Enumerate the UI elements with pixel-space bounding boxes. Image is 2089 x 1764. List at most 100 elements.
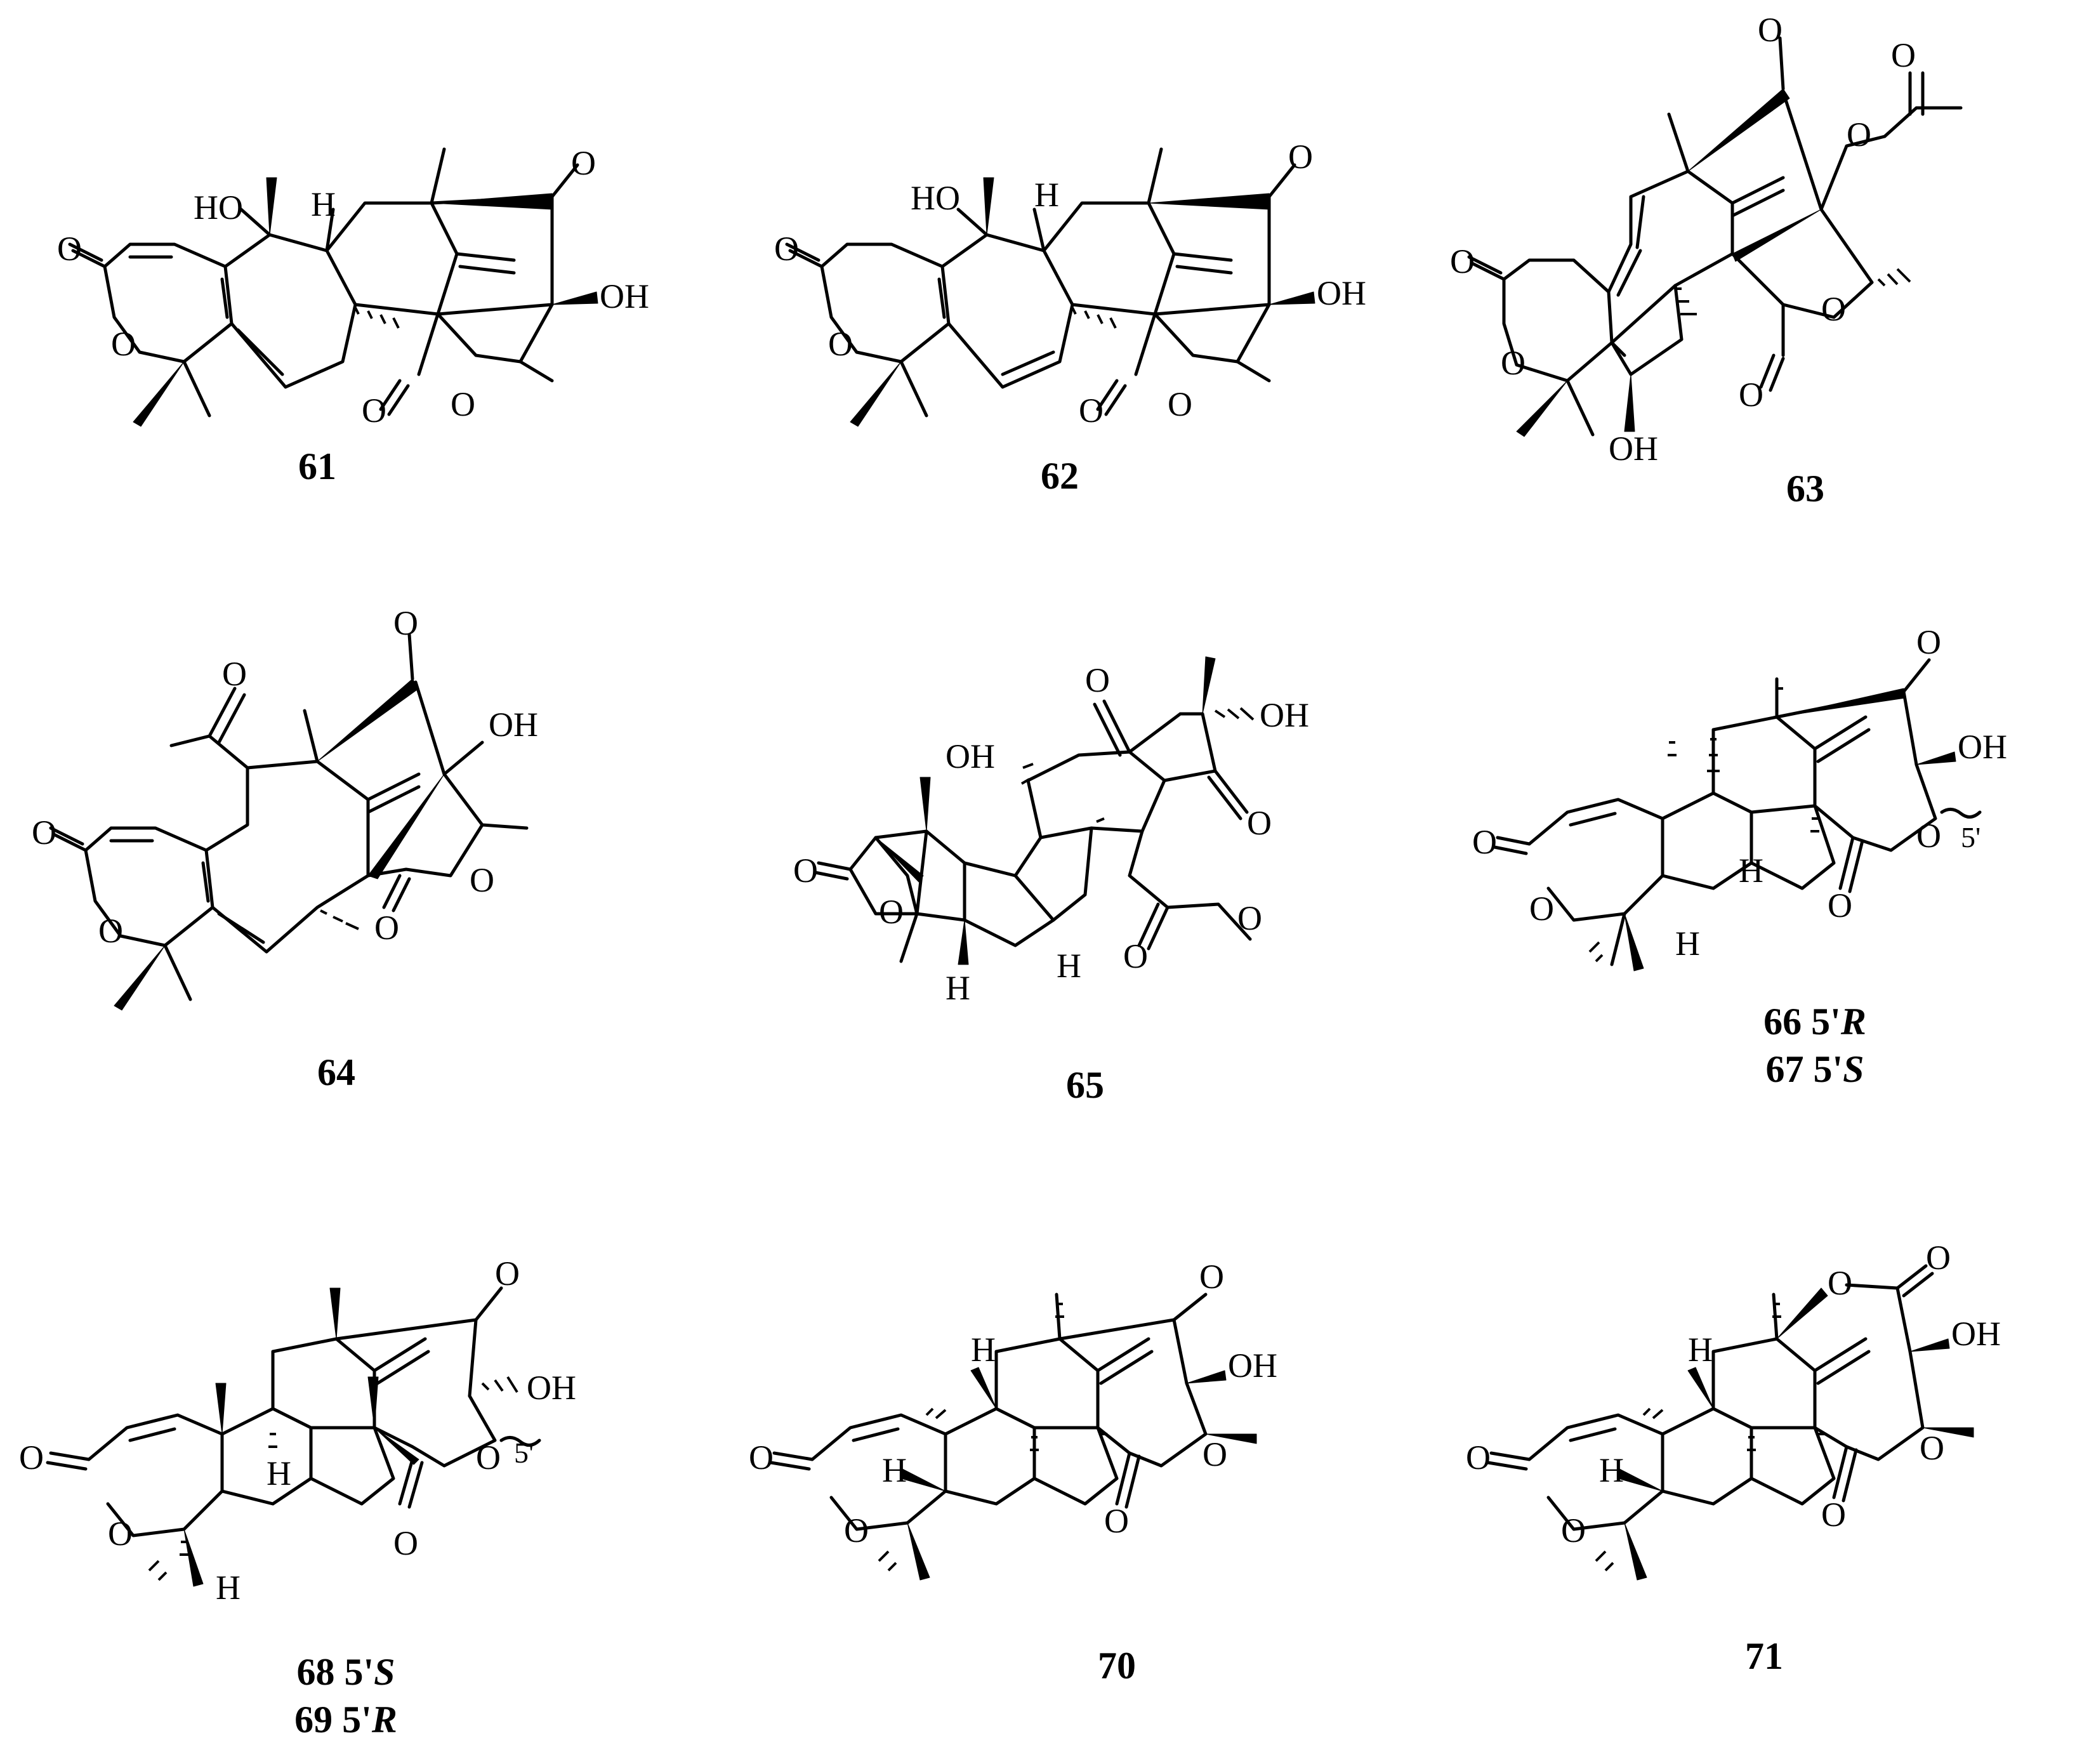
atom-63-6: O bbox=[1739, 376, 1763, 414]
atom-61-1: H bbox=[311, 185, 336, 223]
structure-70-hashes bbox=[878, 1303, 1107, 1572]
atom-71-7: O bbox=[1561, 1511, 1586, 1550]
atom-65-7: O bbox=[1123, 937, 1148, 975]
label-65: 65 bbox=[1066, 1064, 1104, 1106]
structure-68-hashes bbox=[148, 1376, 518, 1581]
compound-62: HO H O O OH O O O 62 bbox=[774, 138, 1366, 497]
atom-63-4: O bbox=[1821, 290, 1846, 328]
compound-70: O OH H O O H O O 70 bbox=[749, 1258, 1277, 1687]
structure-63-hashes bbox=[1675, 268, 1911, 315]
atom-71-1: O bbox=[1926, 1239, 1951, 1277]
atom-71-0: O bbox=[1828, 1264, 1852, 1302]
label-63: 63 bbox=[1786, 468, 1824, 510]
label-66-line-1: 66 5'R bbox=[1763, 1001, 1866, 1043]
atom-62-4: OH bbox=[1317, 274, 1366, 312]
structure-62-hashes bbox=[1071, 307, 1117, 329]
atom-65-1: OH bbox=[946, 737, 995, 775]
atom-63-1: O bbox=[1891, 36, 1916, 74]
atom-65-6: H bbox=[1057, 947, 1081, 985]
atom-65-5: O bbox=[1247, 804, 1272, 842]
atom-71-4: O bbox=[1466, 1438, 1491, 1477]
atom-64-0: O bbox=[393, 604, 418, 642]
atom-70-0: O bbox=[1199, 1258, 1224, 1296]
atom-62-7: O bbox=[1168, 385, 1192, 423]
structure-66-bonds bbox=[1493, 658, 1956, 971]
compound-65: O OH OH O O O H O O H 65 bbox=[793, 656, 1309, 1106]
atom-61-4: OH bbox=[600, 277, 649, 315]
atom-61-2: O bbox=[571, 144, 596, 182]
atom-65-0: O bbox=[879, 893, 904, 931]
atom-70-7: O bbox=[1104, 1502, 1129, 1540]
atom-63-2: O bbox=[1847, 115, 1871, 154]
atom-62-0: HO bbox=[911, 179, 960, 217]
structure-63-bonds bbox=[1467, 36, 1963, 437]
atom-66-7: H bbox=[1675, 925, 1700, 963]
atom-68-6: O bbox=[108, 1515, 133, 1553]
wavy-bond-66 bbox=[1940, 808, 1982, 819]
structure-71-bonds bbox=[1486, 1264, 1974, 1581]
atom-66-3: O bbox=[1916, 817, 1941, 855]
atom-68-1: OH bbox=[527, 1369, 576, 1407]
atom-66-5: H bbox=[1739, 852, 1763, 890]
atom-64-6: O bbox=[374, 909, 399, 947]
atom-71-2: OH bbox=[1951, 1315, 2001, 1353]
label-71: 71 bbox=[1745, 1635, 1783, 1677]
atom-70-4: O bbox=[1203, 1435, 1227, 1473]
atom-65-8: O bbox=[1237, 899, 1262, 937]
atom-70-2: H bbox=[971, 1331, 996, 1369]
atom-68-5: H bbox=[267, 1454, 291, 1492]
atom-65-3: O bbox=[1085, 661, 1110, 699]
wavy-bond-68 bbox=[499, 1436, 541, 1447]
atom-65-2: OH bbox=[1260, 696, 1309, 734]
atom-64-3: O bbox=[32, 813, 56, 852]
structure-64-hashes bbox=[320, 909, 359, 930]
atom-63-7: OH bbox=[1609, 430, 1658, 468]
structure-65-hashes bbox=[1020, 707, 1255, 823]
atom-68-0: O bbox=[495, 1254, 520, 1293]
label-68-line-2: 69 5'R bbox=[294, 1699, 397, 1741]
label-66-line-2: 67 5'S bbox=[1765, 1048, 1864, 1090]
atom-70-6: O bbox=[844, 1511, 869, 1550]
structure-61-hashes bbox=[354, 307, 400, 329]
compound-64: O OH O O O O O 64 bbox=[32, 604, 538, 1093]
atom-64-4: O bbox=[470, 861, 494, 899]
atom-62-1: H bbox=[1034, 176, 1059, 214]
atom-62-3: O bbox=[774, 230, 799, 268]
atom-71-8: O bbox=[1821, 1496, 1846, 1534]
atom-68-4: 5' bbox=[514, 1437, 534, 1469]
label-64: 64 bbox=[317, 1051, 355, 1093]
structure-65-bonds bbox=[814, 656, 1252, 965]
atom-61-6: O bbox=[362, 392, 386, 430]
atom-68-7: H bbox=[216, 1569, 241, 1607]
atom-66-4: 5' bbox=[1961, 821, 1980, 853]
label-70: 70 bbox=[1098, 1645, 1136, 1687]
atom-65-9: H bbox=[946, 969, 970, 1007]
atom-66-1: OH bbox=[1958, 728, 2007, 766]
atom-71-5: O bbox=[1920, 1429, 1944, 1467]
atom-71-3: H bbox=[1688, 1331, 1713, 1369]
atom-70-1: OH bbox=[1228, 1346, 1277, 1385]
atom-66-8: O bbox=[1828, 886, 1852, 925]
atom-63-5: O bbox=[1501, 344, 1526, 382]
atom-61-3: O bbox=[57, 230, 82, 268]
atom-63-3: O bbox=[1450, 242, 1475, 280]
structure-64-bonds bbox=[49, 633, 529, 1011]
compound-61: HO H O O OH O O O 61 bbox=[57, 144, 649, 487]
atom-68-3: O bbox=[476, 1438, 501, 1477]
atom-63-0: O bbox=[1758, 11, 1783, 49]
atom-64-2: O bbox=[222, 655, 247, 693]
atom-66-2: O bbox=[1472, 823, 1497, 861]
label-61: 61 bbox=[298, 445, 336, 487]
atom-61-0: HO bbox=[194, 188, 243, 227]
atom-64-1: OH bbox=[489, 706, 538, 744]
atom-66-6: O bbox=[1529, 890, 1554, 928]
structure-62-bonds bbox=[785, 147, 1315, 427]
compound-63: O O O O O O O OH 63 bbox=[1450, 11, 1963, 510]
atom-62-2: O bbox=[1288, 138, 1313, 176]
label-68-line-1: 68 5'S bbox=[296, 1651, 395, 1693]
compound-68-69: O OH O O 5' H O H O 68 5'S 69 5'R bbox=[19, 1254, 576, 1741]
label-62: 62 bbox=[1041, 455, 1079, 497]
atom-64-5: O bbox=[98, 912, 123, 950]
structure-68-bonds bbox=[46, 1286, 503, 1587]
